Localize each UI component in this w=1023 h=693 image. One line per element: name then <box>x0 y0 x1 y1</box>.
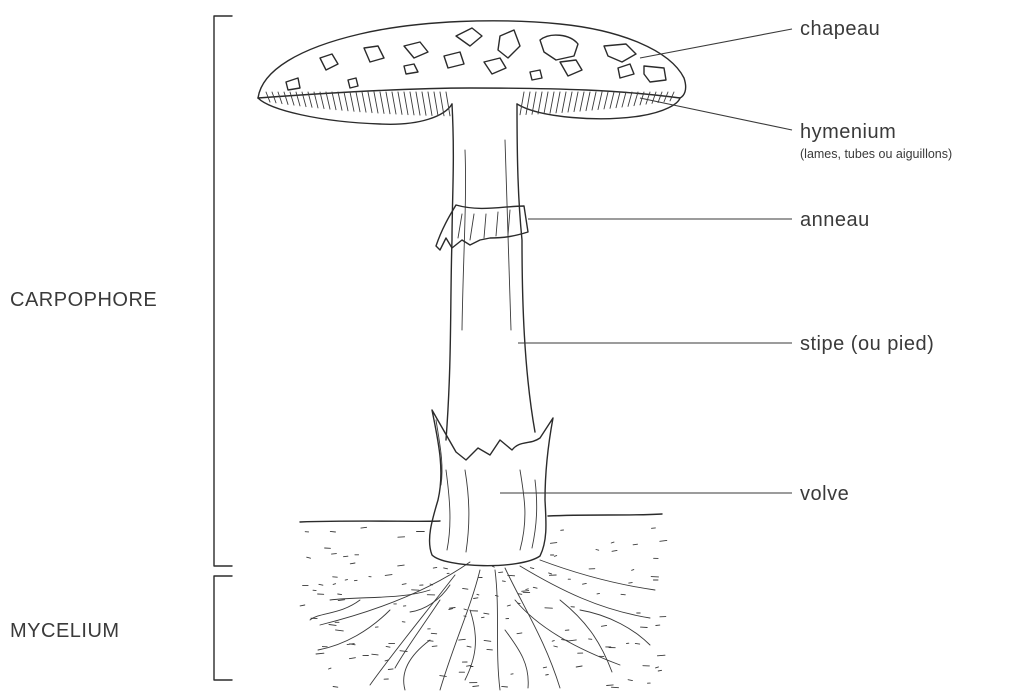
hymenium-label: hymenium <box>800 121 896 143</box>
stipe-label: stipe (ou pied) <box>800 333 934 355</box>
carpophore-bracket <box>214 16 232 566</box>
volve-label: volve <box>800 483 849 505</box>
hymenium-sublabel: (lames, tubes ou aiguillons) <box>800 147 952 161</box>
mycelium-roots <box>310 560 655 690</box>
stipe-shape <box>446 104 535 440</box>
volve-shape <box>430 410 553 566</box>
mycelium-label: MYCELIUM <box>10 620 120 642</box>
carpophore-label: CARPOPHORE <box>10 289 157 311</box>
chapeau-shape <box>258 21 686 124</box>
chapeau-label: chapeau <box>800 18 880 40</box>
leader-hymenium <box>640 98 792 130</box>
mycelium-bracket <box>214 576 232 680</box>
leader-lines <box>500 29 792 493</box>
chapeau-spots <box>286 28 666 90</box>
leader-chapeau <box>640 29 792 58</box>
anneau-label: anneau <box>800 209 870 231</box>
anneau-shape <box>436 205 528 250</box>
